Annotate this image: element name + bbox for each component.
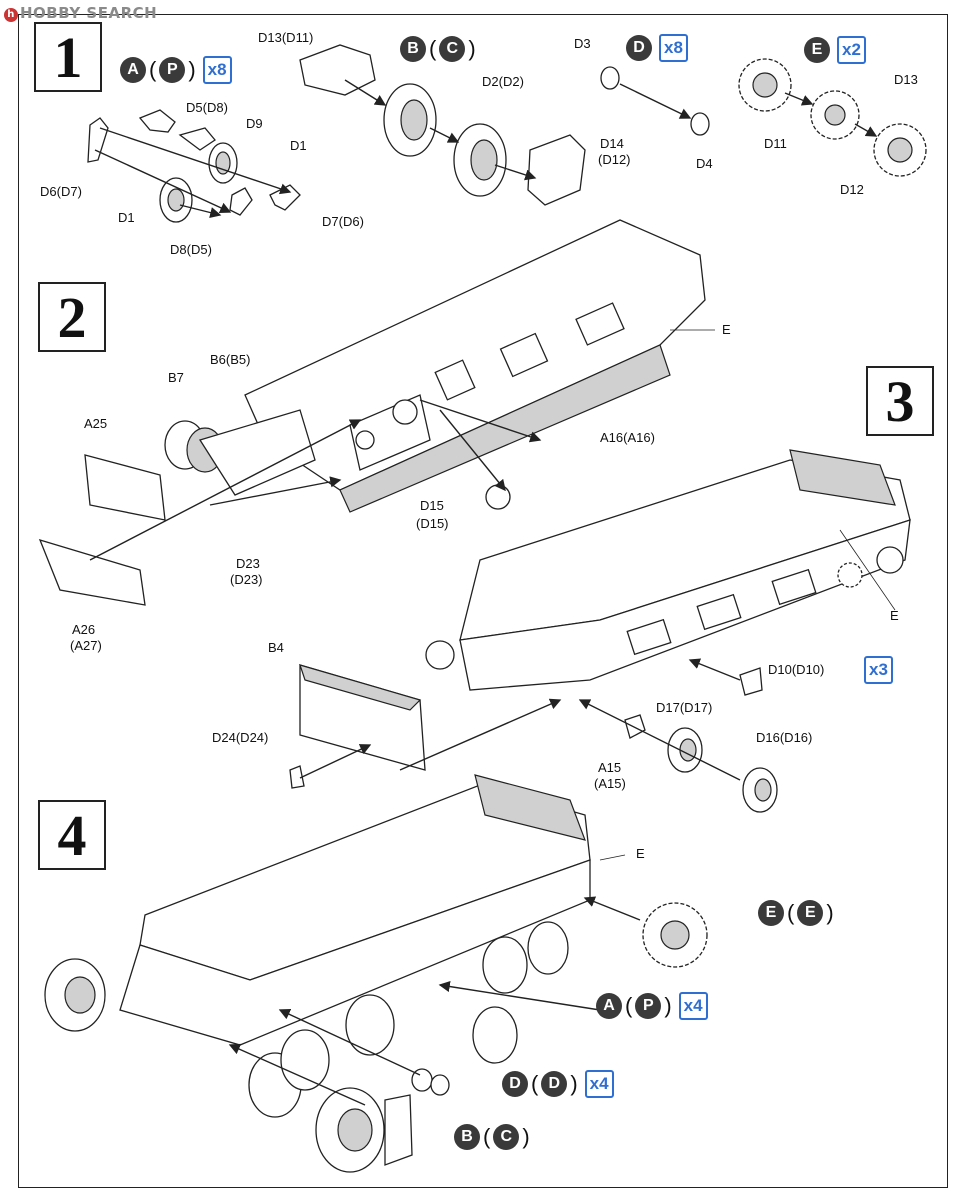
sprue-e-icon: E <box>797 900 824 926</box>
part-label: D16(D16) <box>756 730 813 745</box>
hull-tub-step4 <box>44 774 708 1173</box>
sprue-d-icon: D <box>502 1071 528 1097</box>
step1-badge-b-c: B (C) <box>400 36 476 62</box>
part-label: D15 <box>420 498 444 513</box>
quantity-badge: x4 <box>678 992 708 1020</box>
sprue-b-icon: B <box>400 36 426 62</box>
part-label: D4 <box>696 156 713 171</box>
part-label: (D12) <box>598 152 631 167</box>
step4-badge-d-d: D (D) x4 <box>502 1070 614 1098</box>
part-label: D2(D2) <box>482 74 524 89</box>
sprue-p-icon: P <box>159 57 186 83</box>
step-1-number: 1 <box>34 22 102 92</box>
part-label: D11 <box>764 136 787 151</box>
part-label: D23 <box>236 556 260 571</box>
hull-tub-step3 <box>289 449 911 813</box>
quantity-badge: x4 <box>584 1070 614 1098</box>
sprue-a-icon: A <box>120 57 146 83</box>
hobby-search-logo-icon: h <box>4 8 18 22</box>
quantity-badge: x8 <box>202 56 232 84</box>
part-label: D8(D5) <box>170 242 212 257</box>
step3-quantity: x3 <box>860 656 893 684</box>
step1-badge-a-p: A (P) x8 <box>120 56 232 84</box>
part-label: E <box>890 608 899 623</box>
part-label: D10(D10) <box>768 662 825 677</box>
part-label: D1 <box>118 210 135 225</box>
quantity-badge: x3 <box>864 656 893 684</box>
part-label: D17(D17) <box>656 700 713 715</box>
part-label: D14 <box>600 136 624 151</box>
bogie-arm-assembly <box>87 109 301 223</box>
step4-badge-e-e: E (E) <box>758 900 834 926</box>
road-wheel-assembly <box>299 44 586 206</box>
part-label: A25 <box>84 416 108 431</box>
part-label: (D15) <box>416 516 449 531</box>
part-label: D5(D8) <box>186 100 228 115</box>
step-3-number: 3 <box>866 366 934 436</box>
part-label: (D23) <box>230 572 263 587</box>
hull-side-upper <box>38 219 715 606</box>
return-roller-assembly <box>600 66 710 136</box>
sprue-d-icon: D <box>626 35 652 61</box>
sprue-p-icon: P <box>635 993 662 1019</box>
part-label: D24(D24) <box>212 730 269 745</box>
sprue-a-icon: A <box>596 993 622 1019</box>
part-label: A16(A16) <box>600 430 655 445</box>
part-label: D13(D11) <box>258 30 314 45</box>
part-label: D7(D6) <box>322 214 364 229</box>
quantity-badge: x2 <box>837 36 866 64</box>
step4-badge-b-c: B (C) <box>454 1124 530 1150</box>
part-label: A26 <box>72 622 96 637</box>
part-label: B6(B5) <box>210 352 251 367</box>
part-label: B4 <box>268 640 284 655</box>
step-2-number: 2 <box>38 282 106 352</box>
part-label: E <box>722 322 731 337</box>
part-label: (A15) <box>594 776 626 791</box>
sprue-c-icon: C <box>493 1124 520 1150</box>
sprue-b-icon: B <box>454 1124 480 1150</box>
instruction-frame <box>18 14 948 1188</box>
part-label: D1 <box>290 138 307 153</box>
part-label: D6(D7) <box>40 184 82 199</box>
part-label: D9 <box>246 116 263 131</box>
sprue-e-icon: E <box>804 37 830 63</box>
part-label: (A27) <box>70 638 102 653</box>
step1-badge-e: E x2 <box>804 36 866 64</box>
step4-badge-a-p: A (P) x4 <box>596 992 708 1020</box>
step-4-number: 4 <box>38 800 106 870</box>
part-label: A15 <box>598 760 622 775</box>
part-label: D3 <box>574 36 591 51</box>
part-label: E <box>636 846 645 861</box>
step1-badge-d: D x8 <box>626 34 688 62</box>
sprue-d-icon: D <box>541 1071 568 1097</box>
sprocket-assembly <box>738 58 927 177</box>
quantity-badge: x8 <box>659 34 688 62</box>
sprue-c-icon: C <box>439 36 466 62</box>
sprue-e-icon: E <box>758 900 784 926</box>
part-label: D12 <box>840 182 864 197</box>
part-label: B7 <box>168 370 184 385</box>
part-label: D13 <box>894 72 918 87</box>
